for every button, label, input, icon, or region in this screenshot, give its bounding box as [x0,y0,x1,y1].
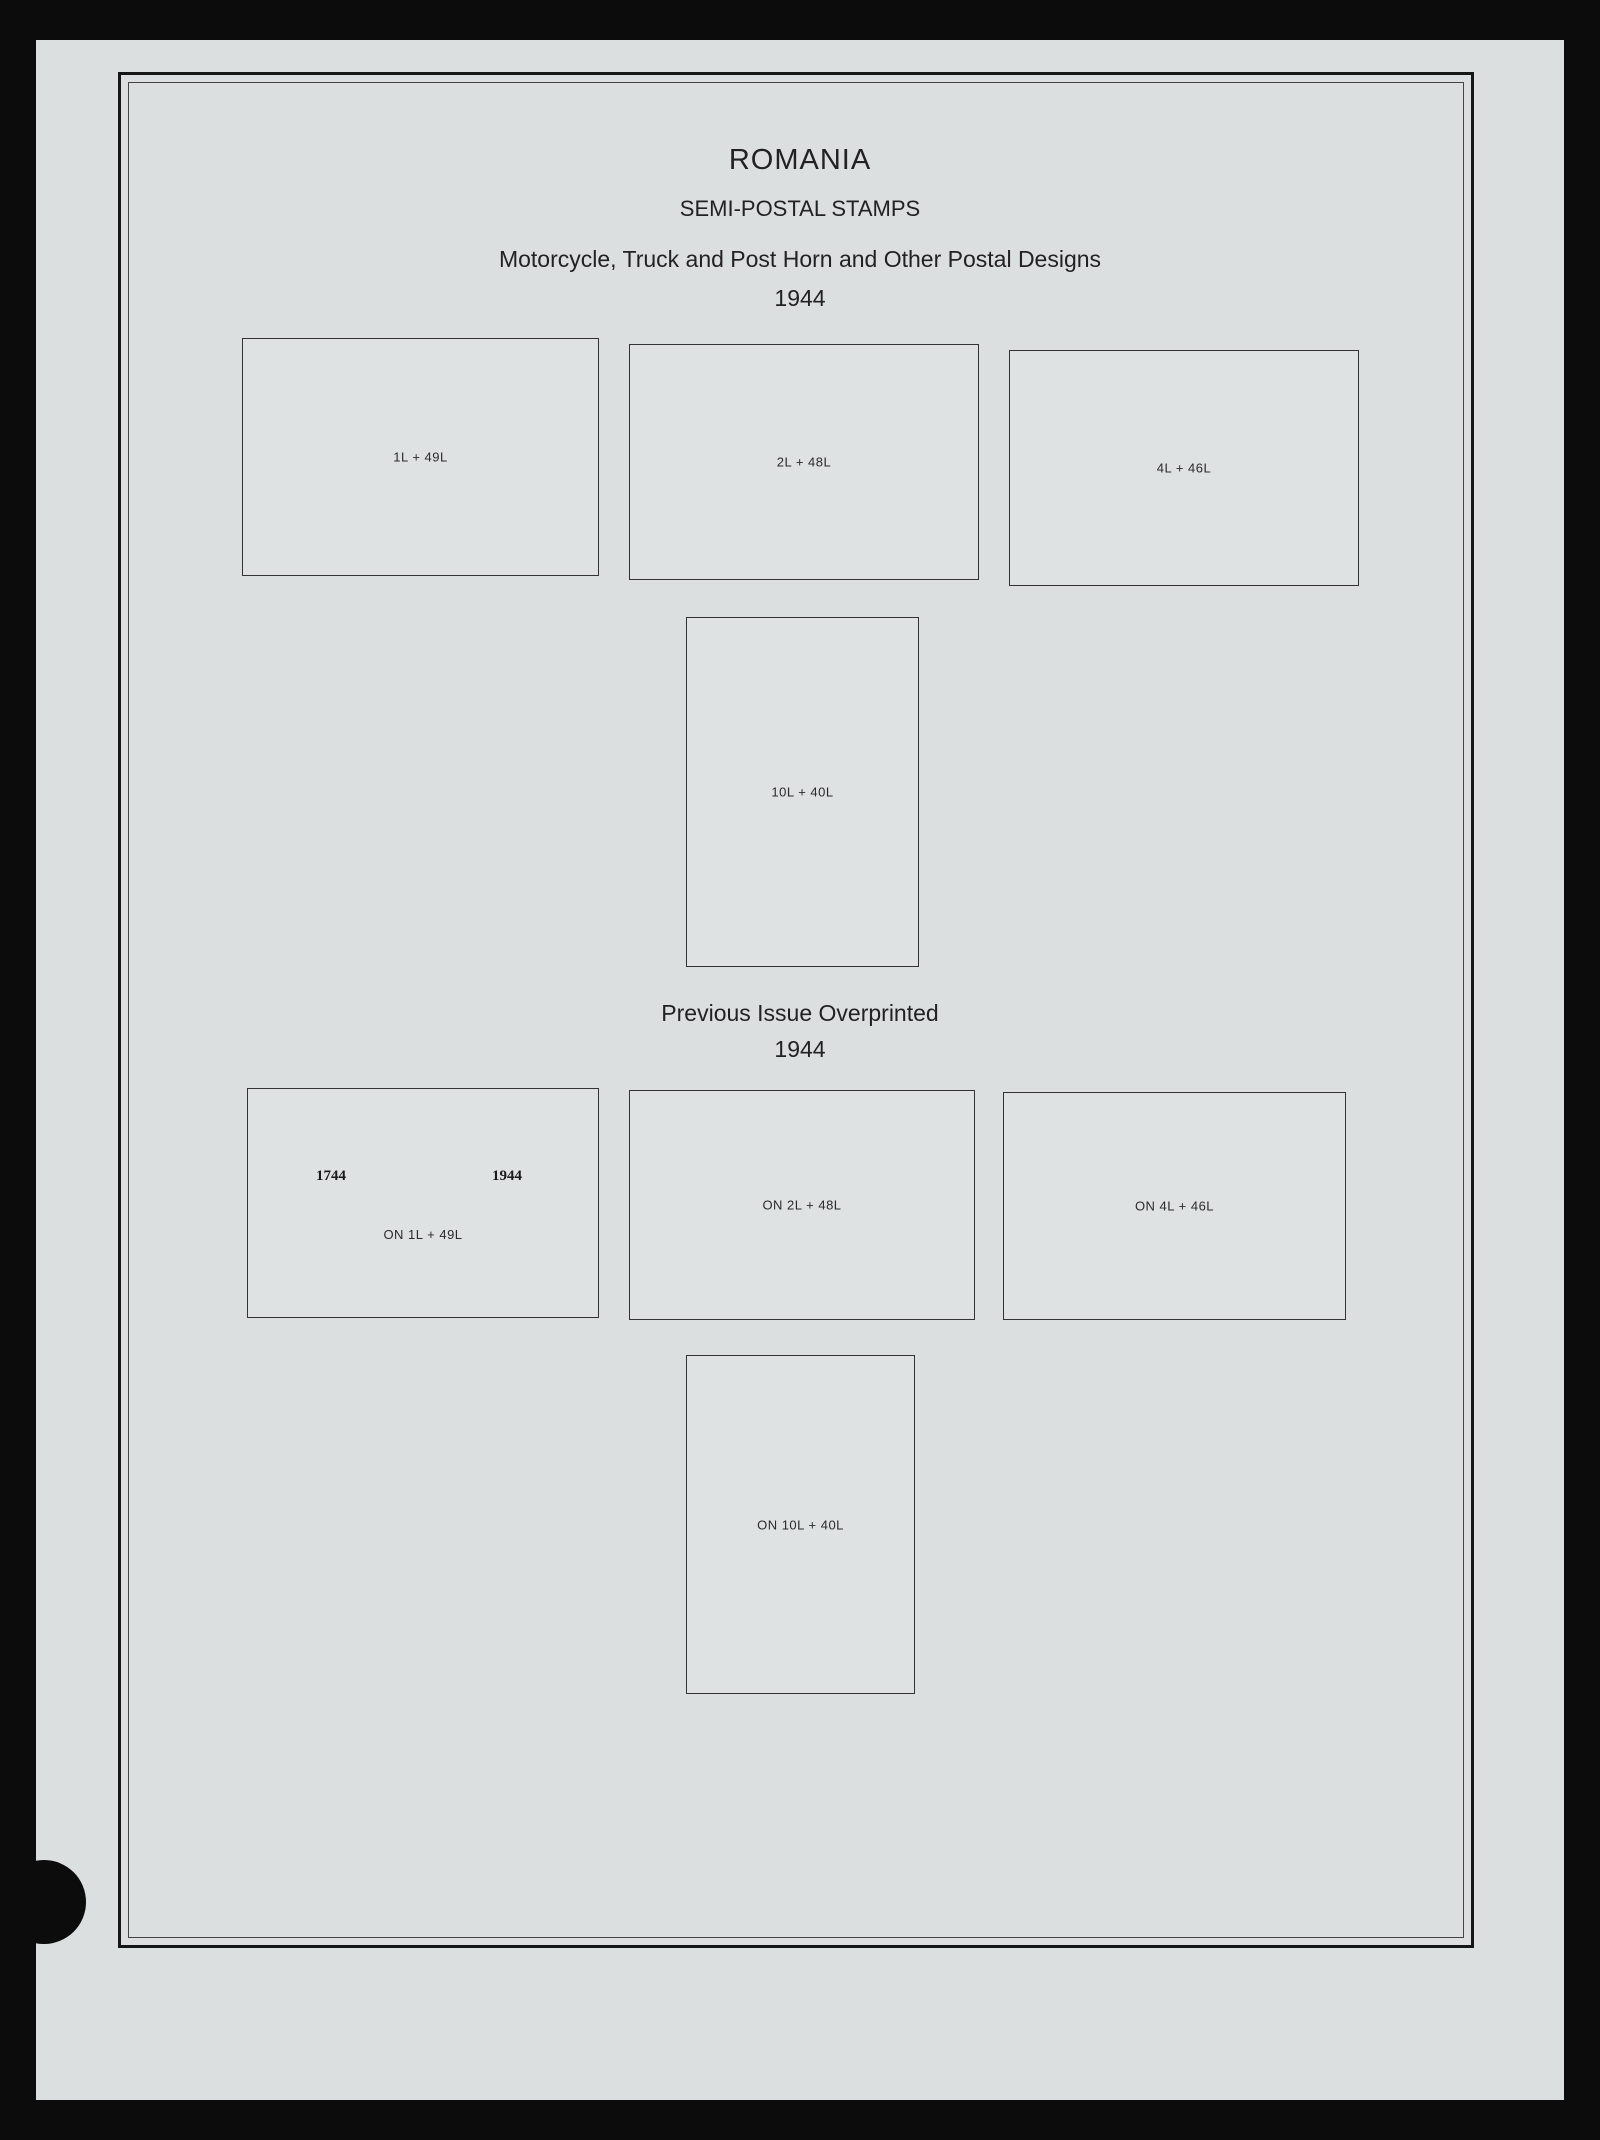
stamp-space: ON 10L + 40L [686,1355,915,1694]
issue-year: 1944 [774,1036,826,1062]
stamp-denomination: ON 2L + 48L [762,1197,842,1213]
issue-year: 1944 [774,285,826,311]
stamp-denomination: 2L + 48L [776,454,832,470]
stamp-denomination: ON 4L + 46L [1134,1198,1215,1214]
page-border-inner [128,82,1464,1938]
stamp-space: ON 2L + 48L [629,1090,975,1320]
issue-title: Motorcycle, Truck and Post Horn and Othe… [498,246,1102,272]
stamp-space: ON 4L + 46L [1003,1092,1346,1320]
stamp-denomination: 4L + 46L [1156,460,1212,476]
issue-title: Previous Issue Overprinted [661,1000,939,1026]
stamp-denomination: ON 1L + 49L [383,1227,463,1242]
binder-hole [2,1860,86,1944]
page-subtitle: SEMI-POSTAL STAMPS [679,196,921,221]
stamp-space: 2L + 48L [629,344,979,580]
overprint-sample-left: 1744 [316,1168,346,1184]
page-title: ROMANIA [728,144,872,176]
overprint-sample-right: 1944 [492,1168,522,1184]
stamp-space: 1L + 49L [242,338,599,576]
stamp-denomination: 10L + 40L [771,784,834,800]
stamp-denomination: 1L + 49L [393,449,448,465]
stamp-denomination: ON 10L + 40L [757,1517,844,1532]
stamp-space: 10L + 40L [686,617,919,967]
stamp-space: 1744 1944 ON 1L + 49L [247,1088,599,1318]
page-border-outer [118,72,1474,1948]
stamp-space: 4L + 46L [1009,350,1359,586]
